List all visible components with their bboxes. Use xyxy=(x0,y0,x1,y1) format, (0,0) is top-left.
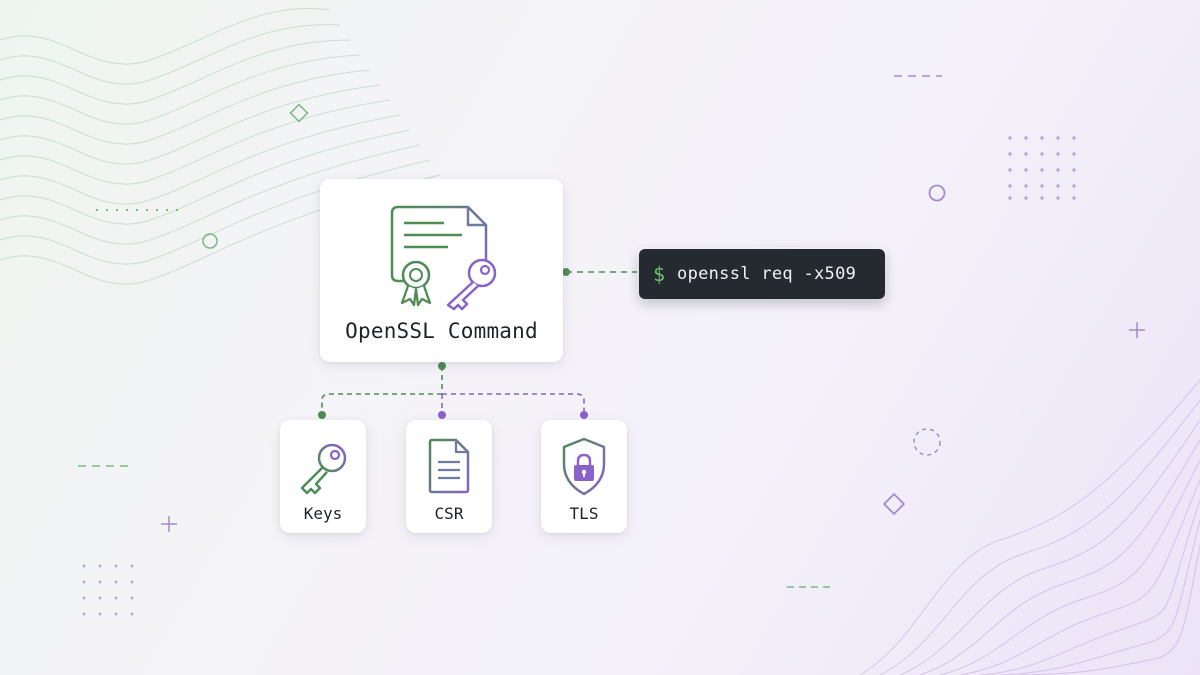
openssl-command-label: OpenSSL Command xyxy=(345,319,538,343)
keys-card: Keys xyxy=(280,420,366,533)
connector-branch-left xyxy=(321,393,442,414)
dashed-circle-shape xyxy=(913,428,941,456)
dot-grid-right xyxy=(1008,136,1076,200)
wavy-lines-bottom-right xyxy=(859,379,1200,675)
connector-dot-main-bottom xyxy=(438,362,446,370)
tls-label: TLS xyxy=(569,504,599,523)
command-terminal: $ openssl req -x509 xyxy=(639,249,885,299)
terminal-command-text: openssl req -x509 xyxy=(677,264,857,284)
connector-dot-tls xyxy=(580,411,588,419)
certificate-key-icon xyxy=(390,205,497,311)
diamond-shape-green xyxy=(289,103,309,123)
connector-dot-keys xyxy=(318,411,326,419)
connector-dot-csr xyxy=(438,411,446,419)
circle-shape-purple xyxy=(928,184,946,202)
connector-branch-right xyxy=(442,393,585,414)
wavy-lines-top-left xyxy=(0,8,441,285)
csr-label: CSR xyxy=(434,504,464,523)
key-icon xyxy=(300,443,347,495)
plus-shape-left xyxy=(161,516,177,532)
plus-shape-right xyxy=(1129,322,1145,338)
keys-label: Keys xyxy=(303,504,343,523)
tls-card: TLS xyxy=(541,420,627,533)
openssl-command-card: OpenSSL Command xyxy=(320,179,563,362)
shield-lock-icon xyxy=(562,437,606,496)
csr-card: CSR xyxy=(406,420,492,533)
dot-grid-left xyxy=(82,564,134,616)
connector-dot-command xyxy=(562,268,570,276)
document-icon xyxy=(428,438,470,494)
terminal-prompt: $ xyxy=(653,262,666,286)
diamond-shape-purple xyxy=(882,492,906,516)
circle-shape-green xyxy=(202,233,218,249)
